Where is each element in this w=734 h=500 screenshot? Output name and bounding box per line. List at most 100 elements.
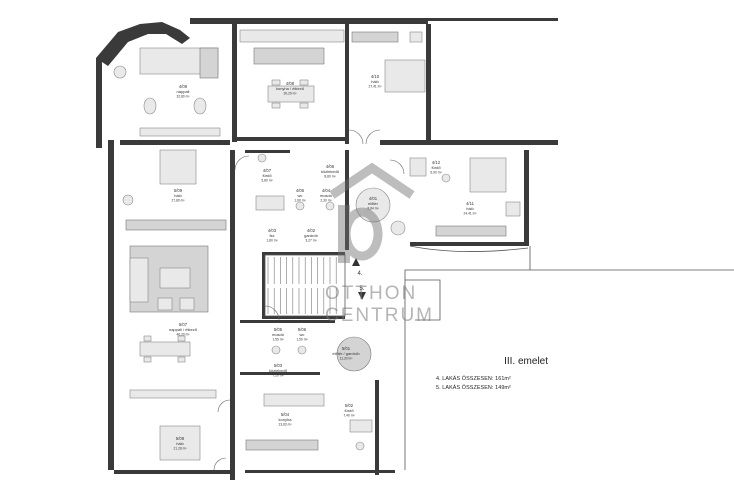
neighbour-outline (404, 269, 734, 470)
room-area: 27,41 m² (368, 85, 382, 89)
wall-bottom-411 (410, 242, 528, 246)
room-name: wc (300, 332, 305, 337)
room-area: 46,20 m² (176, 333, 190, 337)
room-area: 7,40 m² (343, 414, 355, 418)
room-area: 8,80 m² (324, 175, 336, 179)
furniture (113, 29, 521, 461)
wall-5-mid (240, 372, 320, 375)
room-id: 5/04 (281, 412, 290, 417)
wardrobe (125, 219, 227, 231)
wall-right-410 (426, 24, 431, 144)
door-swing (213, 457, 227, 471)
room-id: 5/09 (174, 188, 183, 193)
kitchen-counter (263, 393, 325, 407)
toilet (295, 201, 305, 211)
chair (299, 102, 309, 109)
armchair (505, 201, 521, 217)
entry-arrow-4 (352, 258, 360, 266)
room-area: 5,80 m² (261, 179, 273, 183)
dining-table (139, 341, 191, 357)
toilet (325, 201, 335, 211)
wall-below-409 (120, 140, 230, 145)
wall-stair-top (265, 252, 345, 255)
entry-label-4: 4. (357, 271, 362, 277)
room-area: 6,90 m² (430, 171, 442, 175)
room-name: háló (371, 79, 379, 84)
sofa (129, 257, 149, 303)
washbasin (257, 153, 267, 163)
room-name: wc (298, 193, 303, 198)
room-name: fürdő (262, 173, 272, 178)
room-area: 2,30 m² (320, 199, 332, 203)
door-swing (389, 159, 405, 175)
room-name: előtér (368, 201, 379, 206)
room-id: 5/02 (345, 403, 354, 408)
walls (96, 18, 558, 480)
room-id: 4/08 (286, 81, 295, 86)
room-name: gardrób (304, 233, 319, 238)
tv-unit (139, 127, 221, 137)
room-id: 5/03 (274, 363, 283, 368)
kitchen-counter (239, 29, 345, 43)
room-area: 27,80 m² (171, 199, 185, 203)
room-name: nappali (177, 89, 190, 94)
armchair (179, 297, 195, 311)
room-area: 1,55 m² (272, 338, 284, 342)
room-area: 32,80 m² (176, 95, 190, 99)
room-area: 1,80 m² (266, 239, 278, 243)
kitchen-counter (245, 439, 319, 451)
door-swing (234, 155, 250, 171)
wall-right-411 (524, 150, 529, 246)
door-swing (348, 129, 364, 145)
wall-left-upper (96, 58, 102, 148)
wall-core-right (345, 150, 349, 250)
door-swing (217, 399, 231, 413)
room-id: 4/06 (326, 164, 335, 169)
toilet (297, 345, 307, 355)
room-id: 5/07 (179, 322, 188, 327)
total-flat-4: 4. LAKÁS ÖSSZESEN: 161m² (436, 376, 511, 382)
chair (271, 102, 281, 109)
room-id: 5/06 (298, 327, 307, 332)
room-name: háló (174, 193, 182, 198)
bed (159, 149, 197, 185)
room-name: háló (176, 441, 184, 446)
wall-below-410 (380, 140, 558, 145)
washbasin (355, 441, 365, 451)
nightstand (409, 31, 423, 43)
room-id: 4/12 (432, 160, 441, 165)
room-id: 4/04 (322, 188, 331, 193)
chair (143, 356, 152, 363)
room-name: közlekedő (321, 169, 340, 174)
armchair (143, 97, 157, 115)
room-area: 7,20 m² (272, 374, 284, 378)
bathtub (255, 195, 285, 211)
room-name: közlekedő (269, 368, 288, 373)
room-id: 5/05 (274, 327, 283, 332)
wall-core-bath (245, 150, 290, 153)
room-id: 4/01 (369, 196, 378, 201)
armchair (193, 97, 207, 115)
room-area: 21,28 m² (173, 447, 187, 451)
sideboard (129, 389, 217, 399)
room-area: 13,63 m² (278, 423, 292, 427)
column (390, 220, 406, 236)
wall-between-409-408 (232, 24, 237, 142)
wall-stair-bottom (265, 316, 345, 319)
wall-stair-left (262, 252, 265, 319)
door-swing (264, 305, 280, 321)
floor-title: III. emelet (504, 356, 548, 367)
